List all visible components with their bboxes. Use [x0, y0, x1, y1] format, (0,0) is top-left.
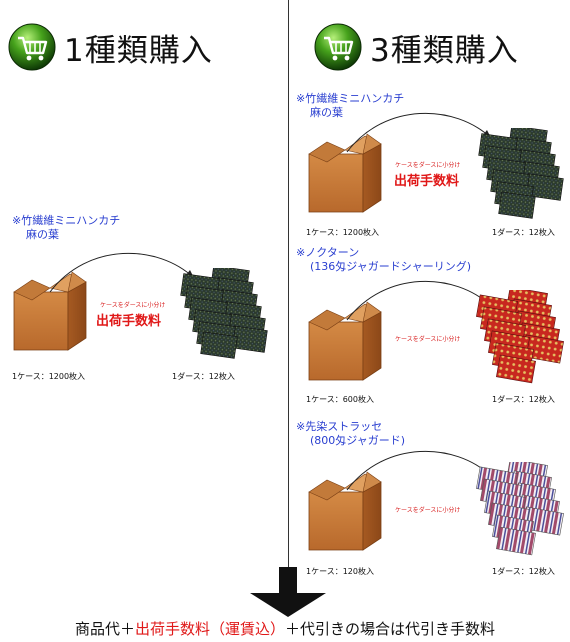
right-header-title: 3種類購入 — [370, 32, 519, 69]
formula-part-cod-fee: ＋代引きの場合は代引き手数料 — [285, 620, 496, 638]
left-header: 1種類購入 — [8, 22, 213, 72]
dozen-stack — [476, 290, 564, 384]
dozen-stack — [180, 268, 268, 359]
product-label: ※竹繊維ミニハンカチ 麻の葉 — [12, 214, 121, 241]
dozen-stack — [476, 462, 564, 556]
product-label: ※先染ストラッセ (800匁ジャガード) — [296, 420, 406, 447]
case-caption: 1ケース：600枚入 — [306, 395, 374, 404]
split-note: ケースをダースに小分け — [395, 507, 461, 514]
split-note: ケースをダースに小分け — [395, 162, 461, 169]
formula-part-shipping-fee: 出荷手数料（運賃込） — [134, 620, 285, 638]
split-arrow — [346, 112, 492, 153]
left-header-title: 1種類購入 — [64, 32, 213, 69]
right-header: 3種類購入 — [314, 22, 519, 72]
column-divider — [288, 0, 289, 568]
split-arrow — [346, 450, 492, 491]
cardboard-box — [308, 133, 382, 213]
dozen-caption: 1ダース：12枚入 — [492, 395, 555, 404]
shipping-fee-label: 出荷手数料 — [394, 174, 460, 189]
dozen-caption: 1ダース：12枚入 — [492, 228, 555, 237]
shopping-cart-icon — [314, 23, 362, 71]
cardboard-box — [13, 271, 87, 351]
dozen-caption: 1ダース：12枚入 — [172, 372, 235, 381]
shopping-cart-icon — [8, 23, 56, 71]
case-caption: 1ケース：1200枚入 — [12, 372, 86, 381]
split-arrow — [346, 280, 492, 321]
split-note: ケースをダースに小分け — [395, 336, 461, 343]
down-arrow-icon — [250, 567, 326, 617]
cardboard-box — [308, 301, 382, 381]
shipping-fee-label: 出荷手数料 — [96, 314, 162, 329]
product-label: ※ノクターン (136匁ジャガードシャーリング) — [296, 246, 472, 273]
formula-part-product: 商品代＋ — [74, 620, 135, 638]
price-formula: 商品代＋出荷手数料（運賃込）＋代引きの場合は代引き手数料 — [0, 618, 570, 639]
split-arrow — [49, 252, 195, 293]
split-note: ケースをダースに小分け — [100, 302, 166, 309]
product-label: ※竹繊維ミニハンカチ 麻の葉 — [296, 92, 405, 119]
cardboard-box — [308, 471, 382, 551]
case-caption: 1ケース：120枚入 — [306, 567, 374, 576]
case-caption: 1ケース：1200枚入 — [306, 228, 380, 237]
dozen-caption: 1ダース：12枚入 — [492, 567, 555, 576]
dozen-stack — [478, 128, 564, 219]
